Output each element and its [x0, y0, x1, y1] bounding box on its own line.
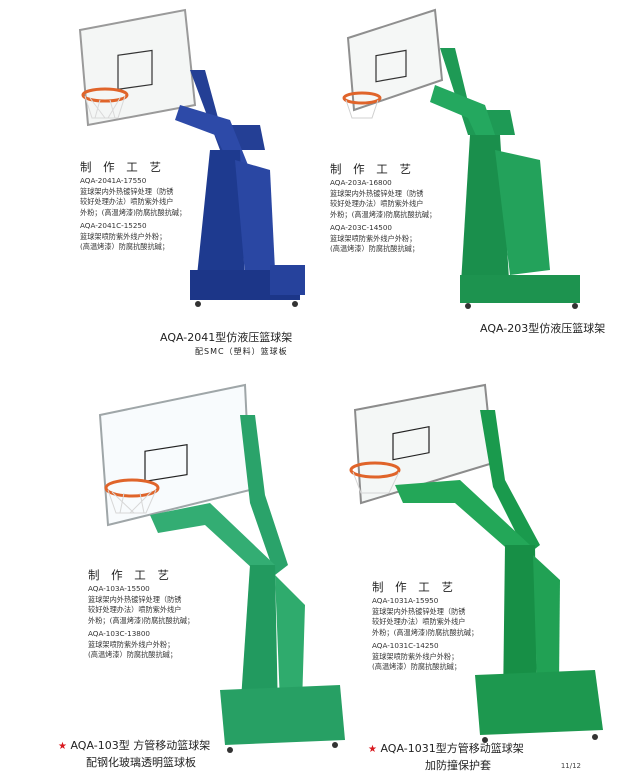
star-icon: ★	[58, 741, 67, 752]
model-a: AQA-1031A-15950	[372, 596, 439, 605]
product-image-aqa-2041	[78, 8, 305, 307]
desc-c-2: (高温烤漆）防腐抗酸抗碱；	[372, 662, 462, 671]
caption-text: AQA-103型 方管移动篮球架	[70, 739, 211, 752]
desc-a-2: 较好处理办法）喷防紫外线户	[372, 617, 466, 626]
product-image-aqa-103	[98, 383, 345, 753]
desc-a-3: 外粉；(高温烤漆)防腐抗酸抗碱；	[330, 209, 437, 219]
desc-a-1: 篮球架内外热镀锌处理（防锈	[372, 606, 466, 616]
star-icon: ★	[368, 744, 377, 755]
desc-a-1: 篮球架内外热镀锌处理（防锈	[80, 186, 174, 196]
product-caption-aqa-1031: ★ AQA-1031型方管移动篮球架	[368, 740, 524, 756]
model-c: AQA-103C-13800	[88, 629, 150, 638]
model-a: AQA-203A-16800	[330, 178, 392, 187]
model-a: AQA-103A-15500	[88, 584, 150, 593]
spec-title: 制 作 工 艺	[80, 160, 165, 174]
product-spec-aqa-2041: 制 作 工 艺 AQA-2041A-17550 篮球架内外热镀锌处理（防锈 较好…	[80, 160, 186, 253]
product-spec-aqa-1031: 制 作 工 艺 AQA-1031A-15950 篮球架内外热镀锌处理（防锈 较好…	[372, 580, 478, 673]
product-spec-aqa-103: 制 作 工 艺 AQA-103A-15500 篮球架内外热镀锌处理（防锈 较好处…	[88, 568, 194, 661]
model-c: AQA-203C-14500	[330, 223, 392, 232]
model-a: AQA-2041A-17550	[80, 176, 147, 185]
desc-c-1: 篮球架喷防紫外线户外粉；	[372, 651, 459, 661]
product-caption-aqa-103: ★ AQA-103型 方管移动篮球架	[58, 737, 210, 753]
desc-c-1: 篮球架喷防紫外线户外粉；	[88, 639, 175, 649]
desc-a-3: 外粉；(高温烤漆)防腐抗酸抗碱；	[88, 615, 195, 625]
product-image-aqa-1031	[349, 383, 603, 743]
desc-c-2: (高温烤漆）防腐抗酸抗碱；	[330, 244, 420, 253]
product-subcaption-aqa-103: 配钢化玻璃透明篮球板	[86, 756, 196, 769]
model-c: AQA-1031C-14250	[372, 641, 439, 650]
desc-a-1: 篮球架内外热镀锌处理（防锈	[330, 188, 424, 198]
caption-text: AQA-1031型方管移动篮球架	[380, 742, 524, 755]
product-image-aqa-203	[342, 8, 580, 309]
desc-a-3: 外粉；(高温烤漆)防腐抗酸抗碱；	[372, 627, 479, 637]
product-subcaption-aqa-2041: 配SMC（塑料）篮球板	[195, 347, 288, 356]
product-subcaption-aqa-1031: 加防撞保护套	[425, 759, 491, 772]
desc-a-2: 较好处理办法）喷防紫外线户	[88, 605, 182, 614]
product-caption-aqa-2041: AQA-2041型仿液压篮球架	[160, 331, 293, 344]
desc-a-3: 外粉；(高温烤漆)防腐抗酸抗碱；	[80, 207, 187, 217]
desc-c-1: 篮球架喷防紫外线户外粉；	[80, 231, 167, 241]
desc-c-2: (高温烤漆）防腐抗酸抗碱；	[80, 242, 170, 251]
spec-title: 制 作 工 艺	[88, 568, 173, 582]
spec-title: 制 作 工 艺	[330, 162, 415, 176]
desc-a-2: 较好处理办法）喷防紫外线户	[330, 199, 424, 208]
desc-c-1: 篮球架喷防紫外线户外粉；	[330, 233, 417, 243]
model-c: AQA-2041C-15250	[80, 221, 147, 230]
page-number: 11/12	[560, 762, 581, 770]
desc-c-2: (高温烤漆）防腐抗酸抗碱；	[88, 650, 178, 659]
spec-title: 制 作 工 艺	[372, 580, 457, 594]
product-caption-aqa-203: AQA-203型仿液压篮球架	[480, 322, 606, 335]
desc-a-2: 较好处理办法）喷防紫外线户	[80, 197, 174, 206]
product-spec-aqa-203: 制 作 工 艺 AQA-203A-16800 篮球架内外热镀锌处理（防锈 较好处…	[330, 162, 436, 255]
desc-a-1: 篮球架内外热镀锌处理（防锈	[88, 594, 182, 604]
